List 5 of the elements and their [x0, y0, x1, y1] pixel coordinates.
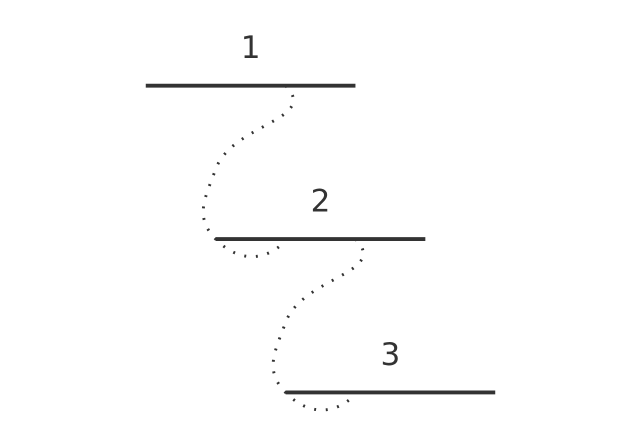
node-text: 3 [380, 336, 400, 373]
connector [271, 238, 364, 412]
node-text: 1 [240, 30, 260, 66]
node-text: 2 [310, 183, 330, 220]
connector [201, 84, 294, 258]
